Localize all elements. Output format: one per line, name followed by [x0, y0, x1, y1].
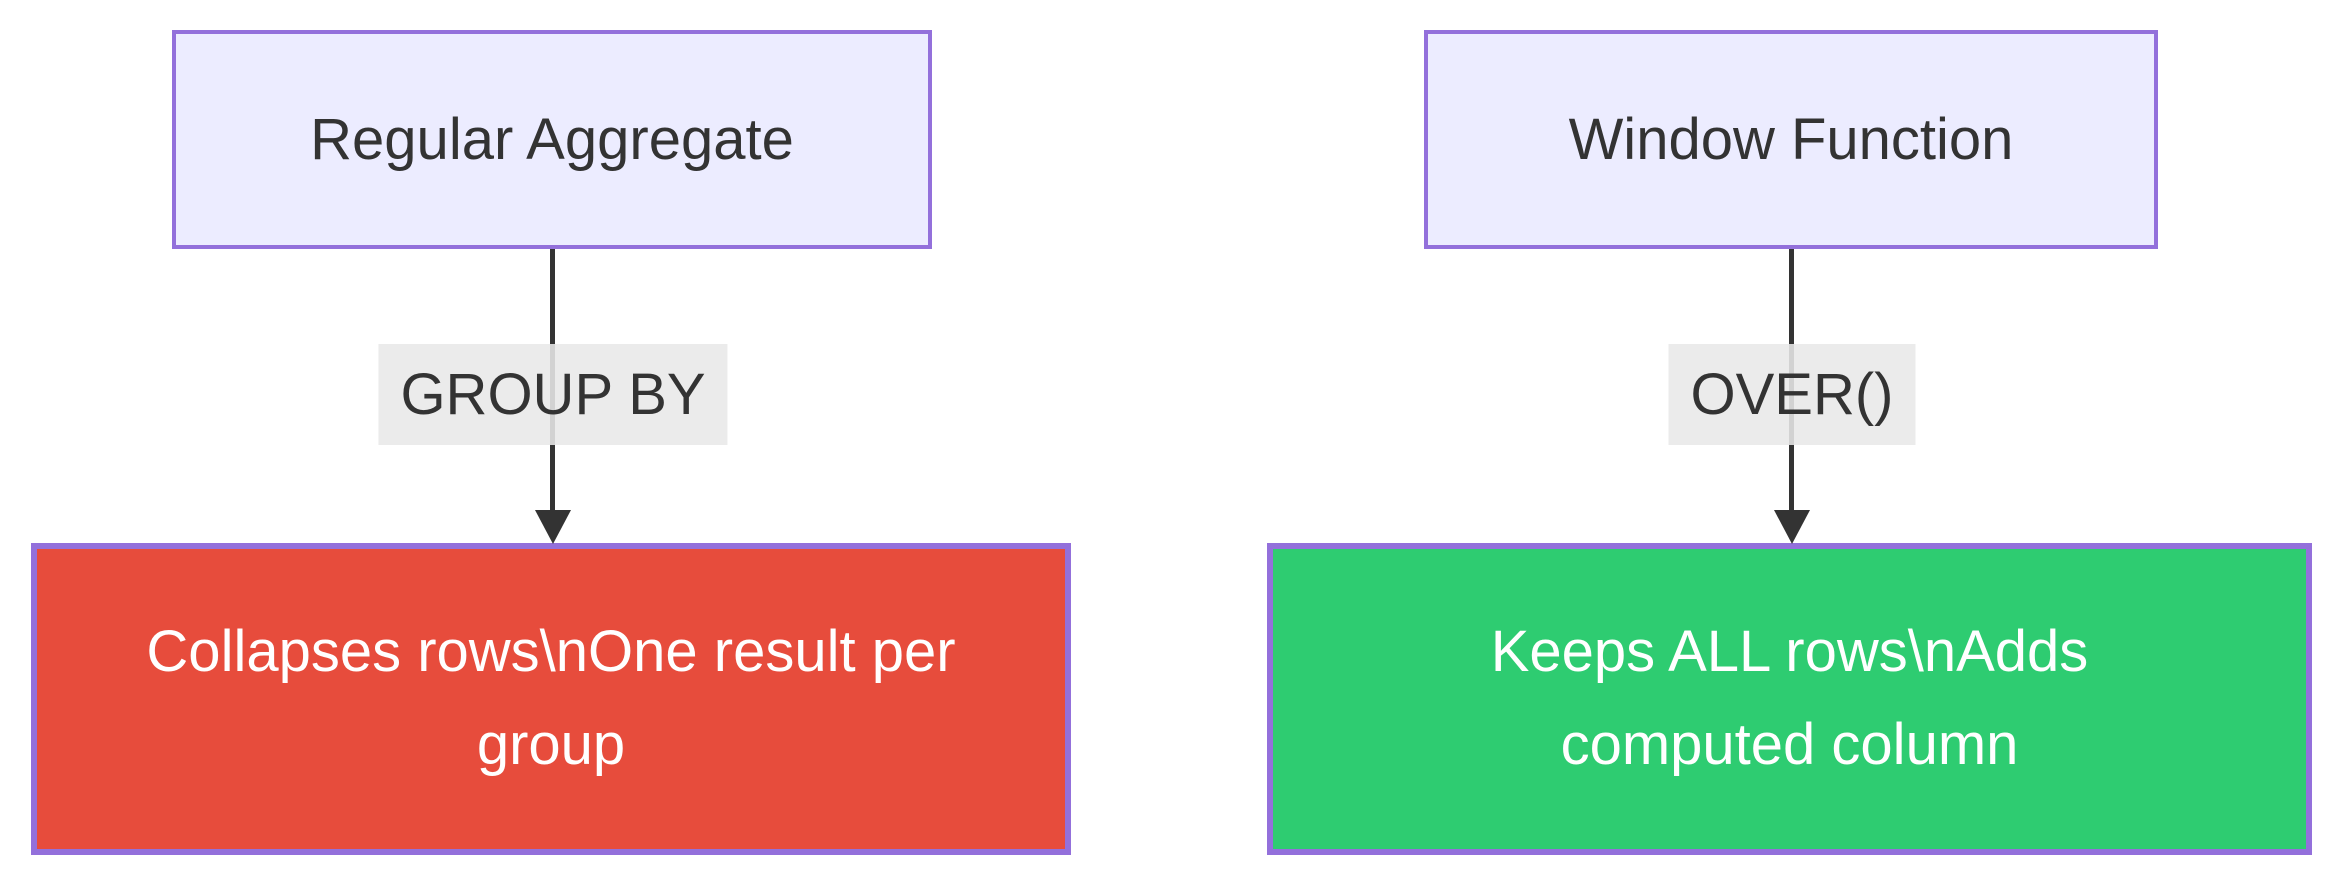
edge-label-over: OVER() [1668, 344, 1916, 445]
arrowhead-down-icon [1774, 510, 1810, 544]
node-keeps-rows: Keeps ALL rows\nAdds computed column [1267, 543, 2312, 855]
node-regular-aggregate-label: Regular Aggregate [310, 107, 794, 172]
node-window-function-label: Window Function [1568, 107, 2014, 172]
node-collapses-rows-label: Collapses rows\nOne result per group [146, 619, 956, 777]
arrowhead-down-icon [535, 510, 571, 544]
edge-label-group-by: GROUP BY [378, 344, 728, 445]
node-window-function: Window Function [1424, 30, 2158, 249]
node-collapses-rows: Collapses rows\nOne result per group [31, 543, 1071, 855]
node-regular-aggregate: Regular Aggregate [172, 30, 932, 249]
node-keeps-rows-label: Keeps ALL rows\nAdds computed column [1490, 619, 2089, 777]
